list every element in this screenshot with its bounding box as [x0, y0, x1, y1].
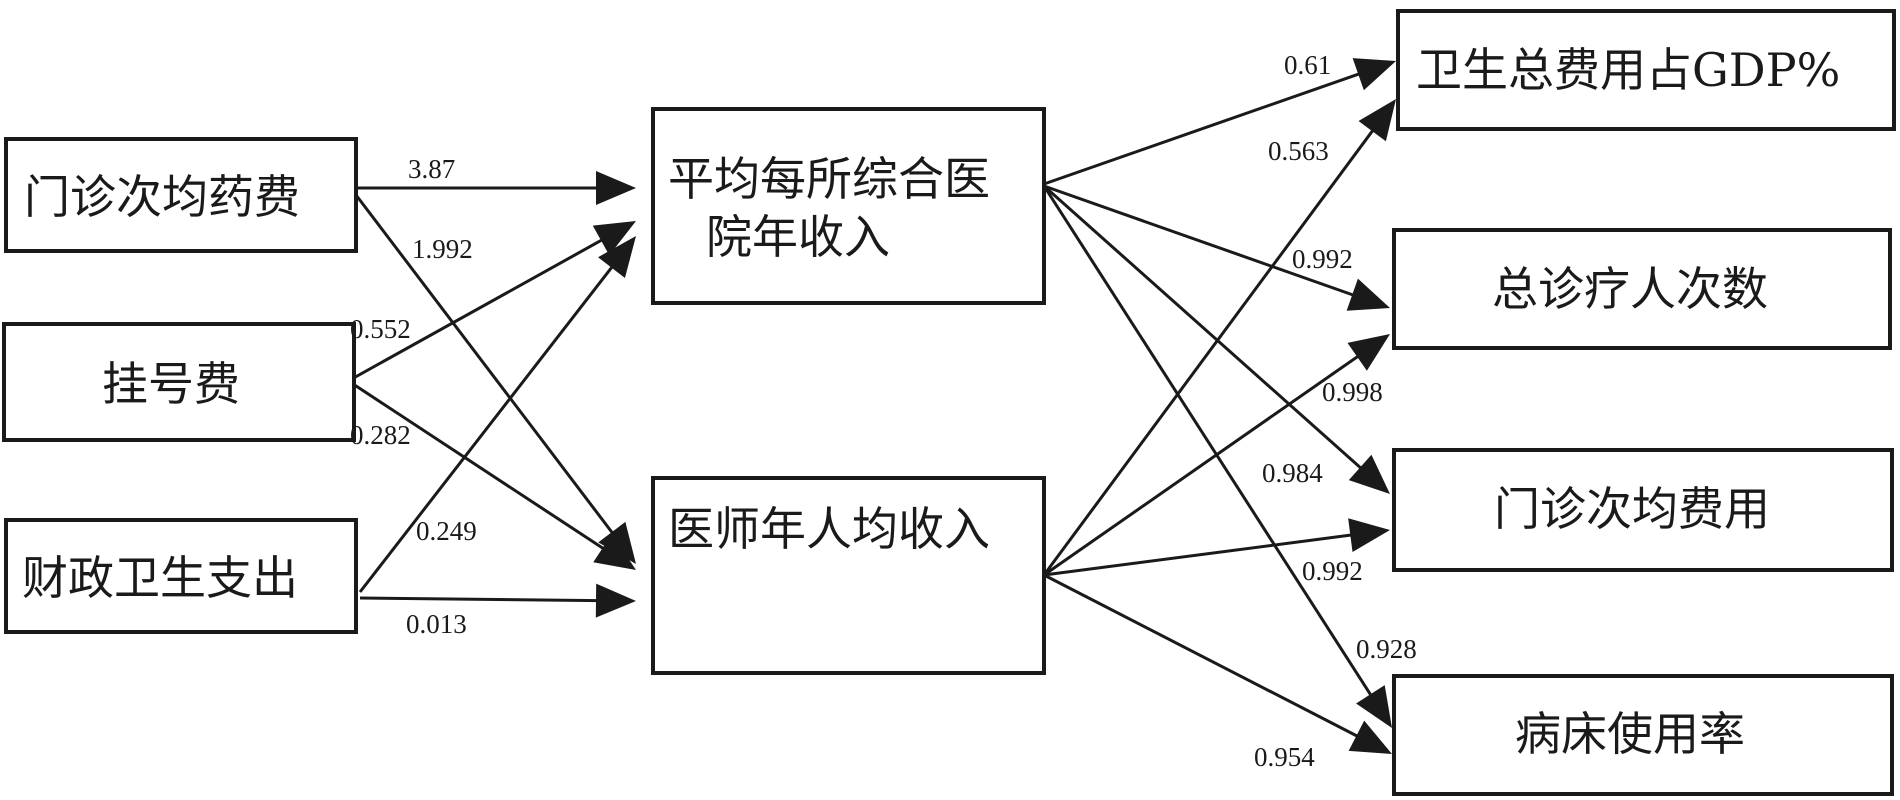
edge-weight-label: 0.998	[1322, 377, 1383, 407]
node-box	[651, 476, 1046, 675]
edge-physician_income-to-total_visits	[1043, 334, 1390, 577]
weights-layer: 3.87 1.992 0.552 0.282 0.249 0.013 0.61 0.563 0.…	[350, 50, 1417, 772]
arrowhead-icon	[1348, 720, 1392, 754]
node-total-visits: 总诊疗人次数	[1392, 228, 1892, 350]
node-label: 门诊次均费用	[1494, 482, 1770, 536]
edge-weight-label: 1.992	[412, 234, 473, 264]
arrowhead-icon	[598, 236, 636, 279]
arrowhead-icon	[1346, 278, 1390, 311]
edge-line	[1043, 573, 1359, 738]
arrowhead-icon	[1347, 334, 1390, 371]
edges-layer	[349, 58, 1396, 754]
edge-weight-label: 0.282	[350, 420, 411, 450]
edge-line	[358, 265, 614, 593]
edge-registration_fee-to-hospital_annual_income	[349, 221, 636, 382]
node-label: 财政卫生支出	[22, 551, 298, 605]
edge-weight-label: 0.013	[406, 609, 467, 639]
edge-outpatient_drug_cost-to-hospital_annual_income	[356, 171, 636, 205]
node-box	[2, 322, 356, 442]
edge-weight-label: 0.61	[1284, 50, 1331, 80]
arrowhead-icon	[1348, 518, 1390, 553]
node-physician-income: 医师年人均收入	[651, 476, 1046, 675]
node-registration-fee: 挂号费	[2, 322, 356, 442]
edge-line	[349, 380, 606, 551]
node-label: 挂号费	[102, 357, 240, 411]
node-bed-usage: 病床使用率	[1392, 674, 1894, 796]
edge-fiscal_health_expenditure-to-physician_income	[359, 583, 636, 618]
edge-hospital_annual_income-to-total_visits	[1043, 184, 1390, 311]
edge-line	[1043, 354, 1360, 577]
edge-weight-label: 3.87	[408, 154, 455, 184]
edge-hospital_annual_income-to-health_cost_gdp	[1043, 58, 1396, 186]
arrowhead-icon	[1352, 58, 1396, 91]
node-box	[4, 518, 358, 634]
node-box	[1392, 228, 1892, 350]
edge-line	[349, 238, 604, 382]
edge-line	[354, 194, 615, 535]
edge-weight-label: 0.563	[1268, 136, 1329, 166]
edge-hospital_annual_income-to-bed_usage	[1042, 185, 1392, 728]
node-label: 门诊次均药费	[24, 170, 300, 224]
node-label: 卫生总费用占GDP%	[1416, 43, 1840, 97]
node-outpatient-drug-cost: 门诊次均药费	[4, 137, 358, 253]
node-label: 平均每所综合医	[668, 152, 990, 206]
node-label: 病床使用率	[1515, 707, 1745, 761]
edge-weight-label: 0.954	[1254, 742, 1315, 772]
edge-weight-label: 0.928	[1356, 634, 1417, 664]
edge-weight-label: 0.992	[1302, 556, 1363, 586]
node-box	[1392, 448, 1894, 572]
edge-physician_income-to-health_cost_gdp	[1042, 99, 1396, 576]
arrowhead-icon	[593, 533, 636, 570]
node-label: 医师年人均收入	[668, 502, 990, 556]
arrowhead-icon	[1356, 685, 1392, 728]
edge-weight-label: 0.552	[350, 314, 411, 344]
arrowhead-icon	[596, 171, 636, 205]
edge-line	[1042, 128, 1375, 576]
edge-registration_fee-to-physician_income	[349, 380, 636, 570]
arrowhead-icon	[595, 583, 636, 618]
node-label: 院年收入	[706, 210, 890, 264]
edge-hospital_annual_income-to-outpatient_cost	[1043, 184, 1390, 494]
edge-line	[1043, 72, 1361, 186]
node-box	[651, 107, 1046, 305]
edge-line	[1042, 185, 1373, 697]
edge-weight-label: 0.984	[1262, 458, 1323, 488]
arrowhead-icon	[1348, 454, 1390, 494]
edge-fiscal_health_expenditure-to-hospital_annual_income	[358, 236, 636, 593]
edge-outpatient_drug_cost-to-physician_income	[354, 194, 636, 564]
node-outpatient-cost: 门诊次均费用	[1392, 448, 1894, 572]
edge-weight-label: 0.992	[1292, 244, 1353, 274]
node-health-cost-gdp: 卫生总费用占GDP%	[1396, 9, 1896, 131]
node-label: 总诊疗人次数	[1492, 262, 1768, 316]
edge-physician_income-to-outpatient_cost	[1043, 518, 1390, 577]
node-box	[1392, 674, 1894, 796]
edge-line	[1043, 184, 1355, 297]
edge-weight-label: 0.249	[416, 516, 477, 546]
node-box	[1396, 9, 1896, 131]
edge-line	[1043, 533, 1353, 577]
arrowhead-icon	[592, 221, 636, 256]
edge-physician_income-to-bed_usage	[1043, 573, 1392, 754]
edge-line	[1043, 184, 1363, 470]
edge-line	[359, 596, 599, 603]
node-fiscal-health-expenditure: 财政卫生支出	[4, 518, 358, 634]
node-box	[4, 137, 358, 253]
arrowhead-icon	[1358, 99, 1396, 142]
